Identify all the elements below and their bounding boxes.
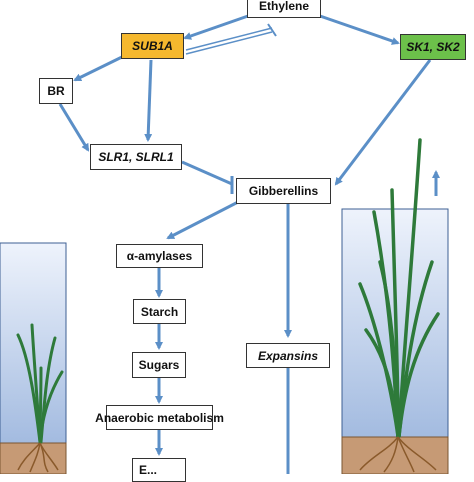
node-slr1-slrl1: SLR1, SLRL1 [90,144,182,170]
arrow-br-slr [58,103,90,152]
node-alpha-amylases: α-amylases [116,244,203,268]
arrow-sub1a-br [73,54,125,82]
arrow-ethylene-sub1a [183,14,249,40]
node-gibberellins: Gibberellins [236,178,331,204]
node-sub1a: SUB1A [121,33,184,59]
inhibit-slr-gibberellins [181,160,233,186]
right-roots [359,436,437,473]
arrow-gibberellins-amylases [166,198,243,240]
inhibit-sub1a-ethylene [185,27,273,51]
connectors [58,14,432,474]
node-sugars: Sugars [132,352,186,378]
arrow-sk-gibberellins [334,59,432,186]
arrow-ethylene-sk [319,14,400,45]
node-ethylene: Ethylene [247,0,321,18]
arrow-sub1a-slr [144,59,153,142]
node-starch: Starch [133,299,186,324]
left-roots [17,442,59,473]
right-plant-icon [358,138,440,438]
node-br: BR [39,78,73,104]
node-energy-partial: E... [132,458,186,482]
node-expansins: Expansins [246,343,330,368]
node-anaerobic-metabolism: Anaerobic metabolism [95,405,224,430]
node-sk1-sk2: SK1, SK2 [400,34,466,60]
left-plant-icon [16,323,64,444]
